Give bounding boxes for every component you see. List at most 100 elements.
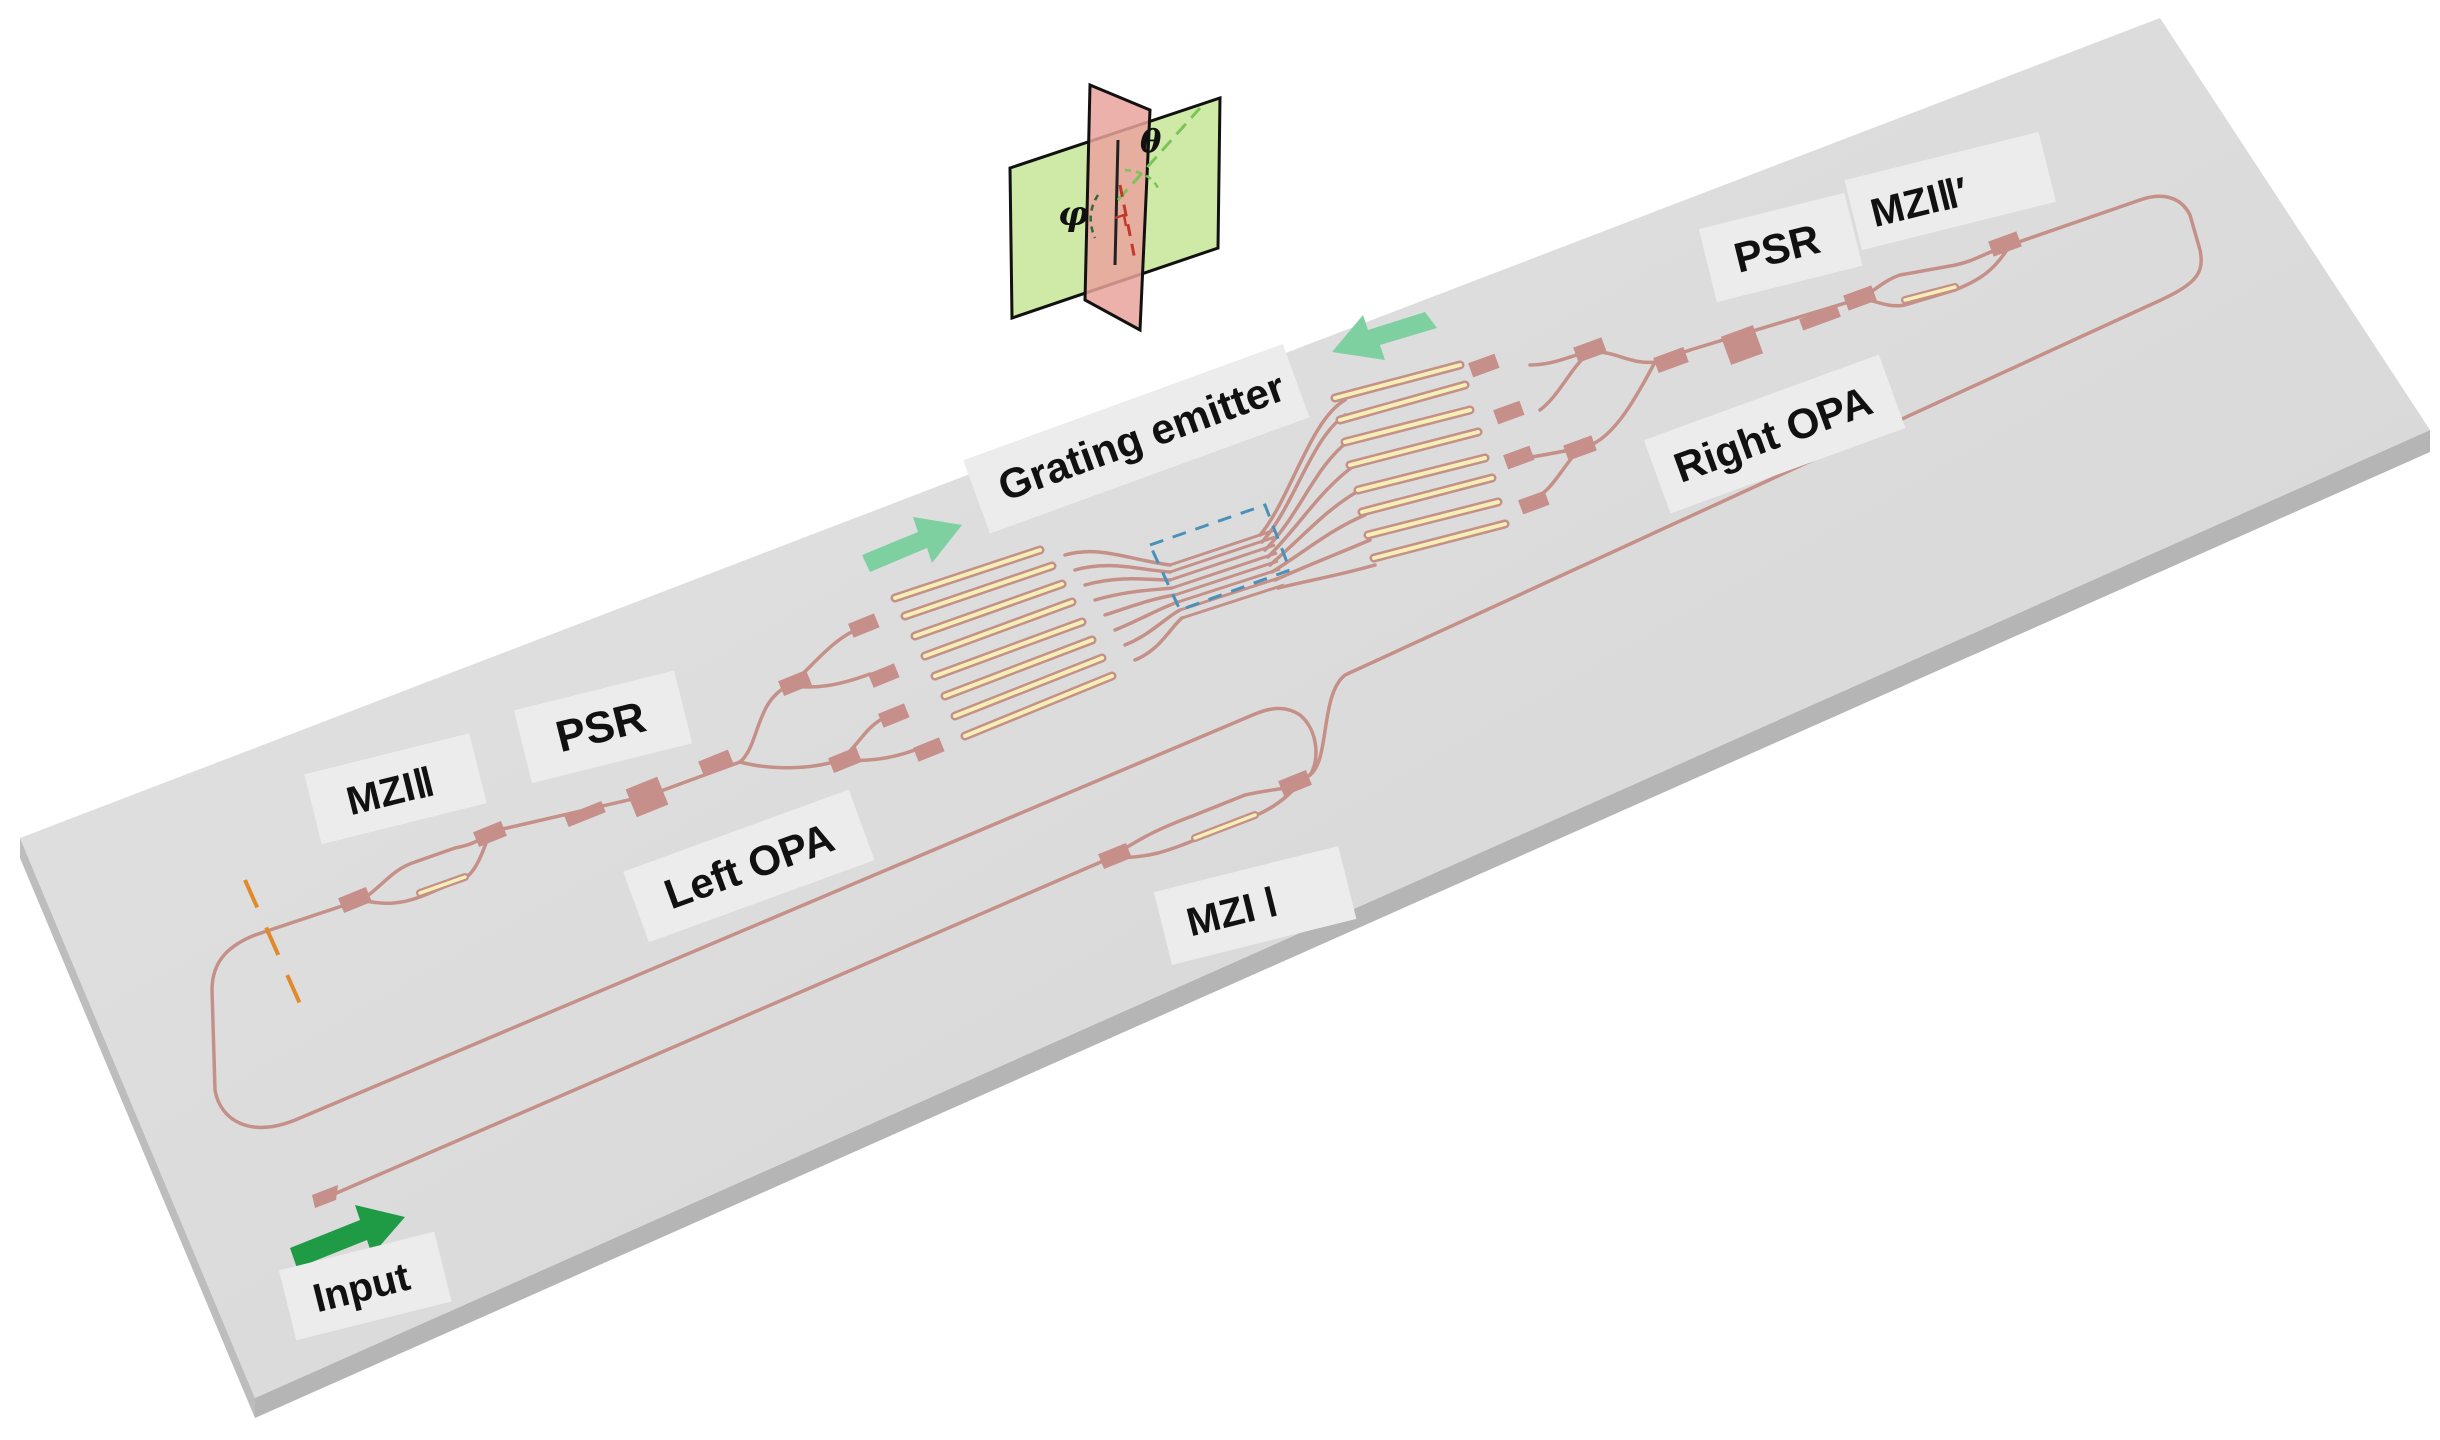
right-fan-4	[1266, 463, 1357, 559]
emitter-line	[1169, 528, 1276, 567]
mzi-i-coupler-out	[1278, 769, 1312, 797]
right-phase-shifter	[1360, 476, 1494, 514]
mzi-i-coupler-in	[1098, 842, 1132, 870]
emitter-line	[1169, 543, 1276, 582]
emitter-dashed-box	[1147, 503, 1292, 612]
right-fan-8	[1276, 563, 1377, 590]
input-grating-coupler	[312, 1185, 338, 1208]
left-phase-shifter	[903, 564, 1054, 618]
left-fan-5	[1103, 593, 1177, 617]
right-mzi-ii-taper	[1799, 305, 1841, 331]
left-beam-arrow	[862, 517, 962, 572]
input-arrow	[290, 1205, 405, 1268]
theta-arc	[1124, 168, 1160, 189]
cut-marker	[243, 879, 307, 1016]
left-phase-shifter	[913, 582, 1064, 638]
input-waveguide	[323, 856, 1112, 1200]
phi-symbol: φ	[1058, 194, 1089, 234]
left-phase-shifter	[923, 600, 1074, 658]
label-box-right-opa	[1643, 354, 1906, 514]
left-mzi-ii-taper	[564, 800, 606, 828]
left-opa-splitter-3b	[868, 663, 900, 688]
right-phase-shifter	[1366, 500, 1500, 537]
left-phase-shifter	[963, 674, 1114, 738]
theta-symbol: θ	[1140, 122, 1162, 160]
left-mzi-ii-coupler-in	[338, 886, 372, 914]
angle-inset: θ φ	[1008, 82, 1222, 333]
grating-emitter-array	[1169, 528, 1285, 620]
label-box-grating-emitter	[963, 343, 1310, 534]
left-phase-shifters	[890, 545, 1117, 741]
plane-intersection	[1113, 139, 1120, 266]
label-box-mzi-ii-right	[1844, 131, 2056, 251]
left-opa-splitter-1	[698, 749, 734, 777]
right-opa-splitter-3c	[1503, 445, 1535, 470]
emitter-line	[1171, 551, 1278, 590]
left-opa-level1-upper	[738, 683, 792, 764]
label-box-psr-left	[513, 670, 693, 784]
arrows	[290, 312, 1437, 1268]
right-fan-7	[1273, 538, 1372, 582]
right-mzi-to-psr	[1688, 296, 1864, 352]
right-fan-6	[1270, 513, 1367, 574]
phi-arc	[1089, 194, 1100, 239]
right-phase-shifter	[1372, 522, 1507, 560]
label-box-mzi-i	[1153, 846, 1357, 965]
right-feed-waveguide	[1308, 194, 2203, 777]
left-opa-splitter-2b	[828, 746, 862, 774]
right-phase-shifter	[1348, 430, 1480, 467]
normal-line-red	[1118, 184, 1137, 261]
right-opa-splitter-1	[1653, 347, 1689, 373]
left-psr-block	[625, 776, 669, 818]
right-mzi-ii-coupler-out	[1843, 285, 1877, 311]
right-opa-splitter-2a	[1573, 337, 1607, 363]
right-fan-5	[1268, 488, 1362, 567]
label-box-left-opa	[623, 789, 875, 943]
chip-substrate	[20, 18, 2430, 1418]
left-fan-6	[1113, 600, 1180, 632]
left-fan-3	[1083, 577, 1172, 587]
chip-front-face	[20, 838, 255, 1418]
chip-top-face	[20, 18, 2430, 1398]
left-fan-7	[1123, 608, 1182, 647]
right-phase-shifter	[1356, 456, 1487, 492]
label-box-mzi-ii-left	[304, 733, 487, 845]
emitter-line	[1169, 535, 1276, 574]
left-feed-waveguide	[210, 706, 1318, 1129]
left-opa-splitter-3a	[848, 613, 880, 638]
label-box-psr-right	[1698, 192, 1863, 302]
right-opa-splitter-3a	[1468, 353, 1500, 378]
right-mzi-ii-coupler-in	[1988, 231, 2022, 257]
right-phase-shifter	[1333, 363, 1462, 400]
right-phase-shifter	[1343, 408, 1472, 444]
left-opa-splitter-3c	[878, 703, 910, 728]
right-beam-arrow	[1332, 312, 1437, 360]
left-mzi-ii-heater	[418, 875, 467, 895]
right-fan-1	[1258, 398, 1347, 537]
right-opa-splitter-2b	[1563, 435, 1597, 461]
left-phase-shifter	[933, 620, 1084, 678]
mzi-i-heater	[1193, 813, 1257, 840]
left-mzi-to-psr	[488, 793, 652, 834]
left-opa-splitter-2a	[778, 669, 812, 697]
right-psr-block	[1720, 325, 1764, 365]
left-fan-8	[1133, 616, 1184, 662]
left-phase-shifter	[943, 638, 1094, 698]
left-opa-splitter-3d	[913, 737, 945, 762]
left-mzi-ii-coupler-out	[473, 820, 507, 848]
right-opa-splitter-3b	[1493, 400, 1525, 425]
mzi-phase-shifters	[416, 283, 1959, 897]
label-box-input	[278, 1231, 452, 1341]
right-angle-mark	[1114, 213, 1128, 227]
left-fan-4	[1093, 586, 1174, 602]
right-phase-shifter	[1338, 383, 1467, 422]
chip-right-face	[255, 430, 2430, 1418]
right-opa-splitter-3d	[1518, 490, 1550, 515]
left-phase-shifter	[953, 656, 1104, 718]
labels: MZIⅡ PSR Left OPA Grating emitter Right …	[278, 131, 2056, 1341]
left-fan-2	[1073, 563, 1172, 574]
emitter-line	[1177, 567, 1281, 604]
emitter-line	[1174, 559, 1279, 597]
emitter-line	[1181, 583, 1285, 620]
